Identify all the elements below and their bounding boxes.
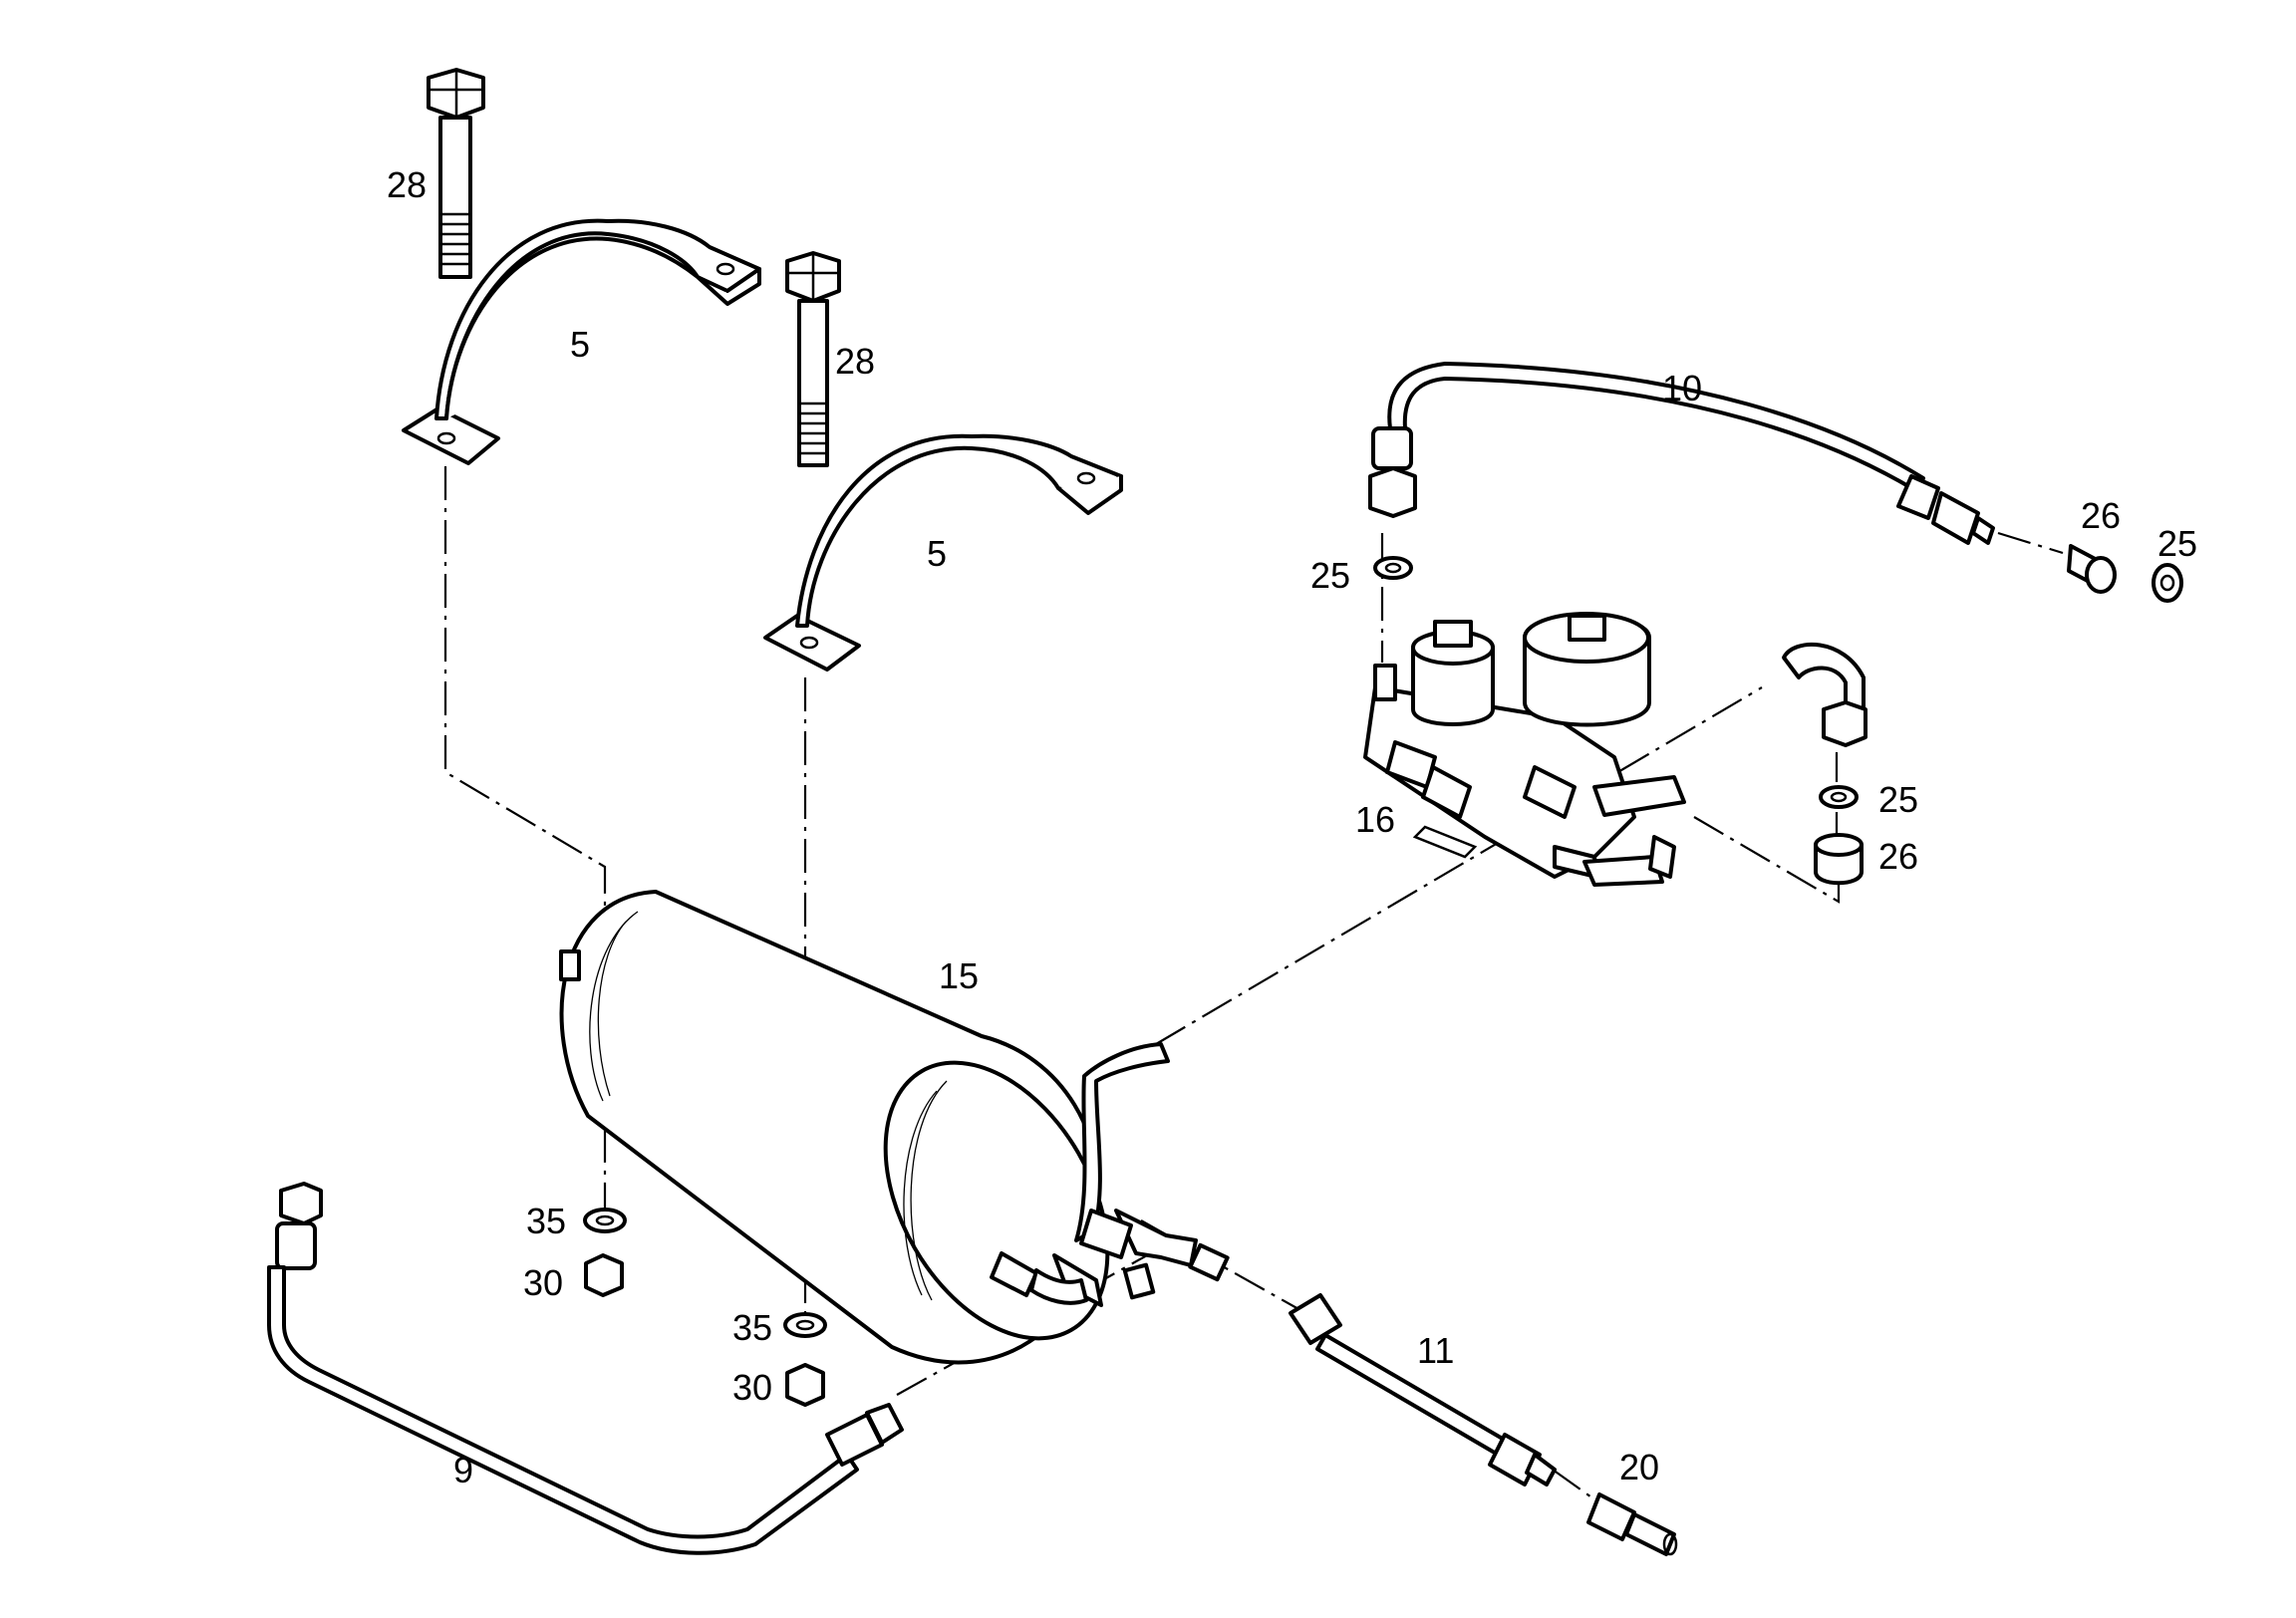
fitting-20 bbox=[1586, 1492, 1678, 1556]
callout-26-right: 26 bbox=[1878, 836, 1918, 877]
callout-28-right: 28 bbox=[835, 341, 875, 382]
callout-28-left: 28 bbox=[387, 164, 427, 205]
callout-26-top: 26 bbox=[2081, 495, 2121, 536]
tank-tee-fitting bbox=[990, 1042, 1230, 1307]
pipe-10 bbox=[1368, 362, 1995, 545]
callout-25-top: 25 bbox=[1310, 555, 1350, 596]
bolt-left bbox=[427, 68, 485, 279]
washers-nuts bbox=[583, 1208, 827, 1407]
air-tank bbox=[559, 890, 1110, 1365]
short-pipe-right bbox=[1782, 643, 1867, 747]
callout-5-left: 5 bbox=[570, 324, 590, 365]
callout-25-right: 25 bbox=[1878, 779, 1918, 820]
callout-30-right: 30 bbox=[732, 1367, 772, 1408]
callout-30-left: 30 bbox=[523, 1262, 563, 1303]
callout-11: 11 bbox=[1417, 1330, 1454, 1371]
callout-25-farright: 25 bbox=[2157, 523, 2197, 564]
fittings-right bbox=[1373, 544, 2183, 886]
callout-35-right: 35 bbox=[732, 1307, 772, 1348]
callout-5-right: 5 bbox=[927, 533, 947, 574]
callout-20: 20 bbox=[1619, 1447, 1659, 1487]
callout-10: 10 bbox=[1662, 368, 1702, 408]
callout-labels: 28 28 5 5 10 25 26 25 16 25 26 15 35 30 … bbox=[387, 164, 2197, 1490]
callout-16: 16 bbox=[1355, 799, 1395, 840]
callout-9: 9 bbox=[453, 1450, 473, 1490]
clamp-strap-right bbox=[763, 433, 1123, 672]
bolt-right bbox=[785, 251, 841, 467]
clamp-strap-left bbox=[402, 218, 761, 465]
pipe-9 bbox=[267, 1182, 904, 1555]
brake-valve bbox=[1363, 612, 1686, 887]
pipe-11 bbox=[1289, 1293, 1557, 1486]
callout-35-left: 35 bbox=[526, 1201, 566, 1241]
callout-15: 15 bbox=[939, 955, 979, 996]
